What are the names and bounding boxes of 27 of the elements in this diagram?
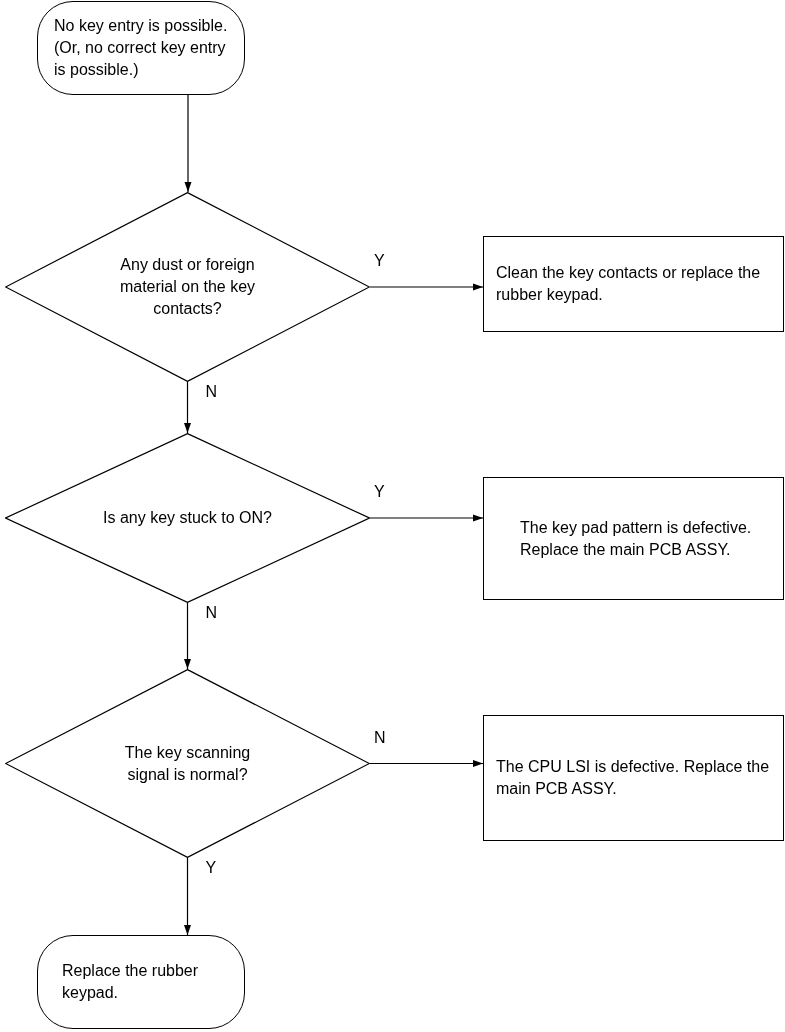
arrow	[184, 602, 191, 670]
decision-diamond	[5, 192, 370, 382]
arrow	[369, 760, 484, 767]
node-text: Clean the key contacts or replace the rubber keypad.	[495, 263, 762, 305]
process-box	[483, 715, 784, 841]
node-text: No key entry is possible. (Or, no correct key entry is possible.)	[53, 16, 229, 80]
terminal-box	[37, 935, 245, 1029]
node-text: The key pad pattern is defective. Replace the main PCB ASSY.	[519, 517, 753, 560]
edge-label: Y	[203, 860, 219, 876]
edge-label: Y	[372, 484, 387, 500]
edge-label: Y	[372, 253, 387, 269]
node-text: Any dust or foreign material on the key contacts?	[118, 255, 257, 319]
decision-diamond	[5, 433, 370, 603]
process-box	[483, 236, 784, 332]
edge-label: N	[372, 729, 388, 746]
node-text: The CPU LSI is defective. Replace the main PCB ASSY.	[495, 757, 771, 799]
node-text: Is any key stuck to ON?	[102, 508, 273, 528]
node-text: Replace the rubber keypad.	[61, 961, 200, 1003]
node-text: The key scanning signal is normal?	[123, 742, 252, 785]
arrow	[369, 283, 484, 291]
terminal-box	[37, 1, 245, 95]
arrow	[184, 857, 191, 936]
arrow	[184, 381, 191, 434]
decision-diamond	[5, 669, 370, 858]
arrow	[184, 94, 192, 193]
arrow	[369, 514, 484, 522]
process-box	[483, 477, 784, 600]
